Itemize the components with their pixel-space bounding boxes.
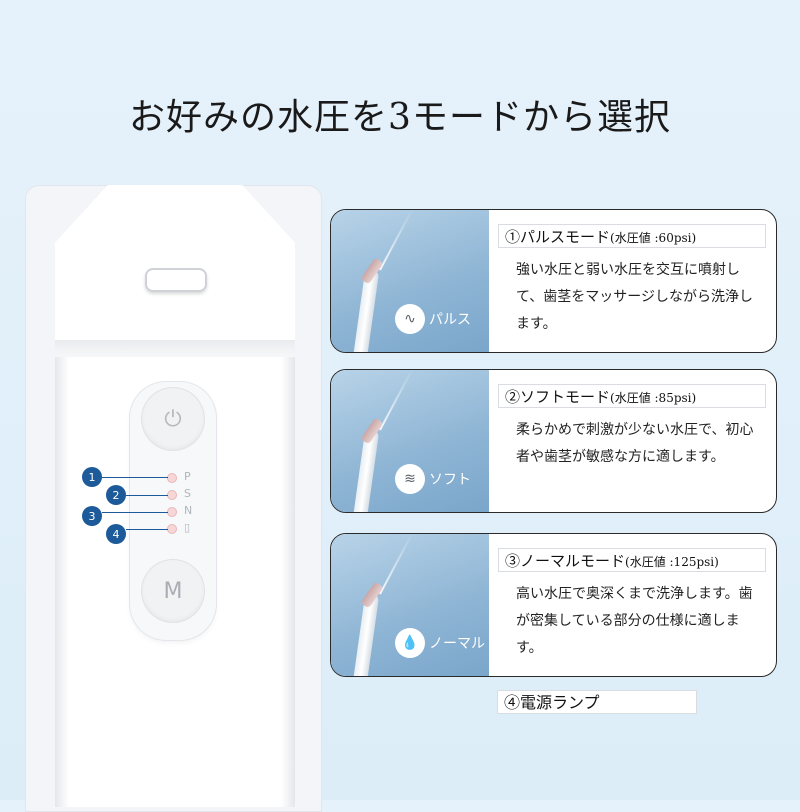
led-letter: N [184,504,193,517]
mode-chip: ∿ パルス [395,302,471,336]
led-dot [168,491,176,499]
mode-pressure: (水圧値 :85psi) [610,391,697,405]
mode-title: ②ソフトモード [505,388,611,406]
mode-title: ③ノーマルモード [505,552,626,570]
mode-chip-label: ノーマル [429,636,485,652]
mode-card-pulse: ∿ パルス ①パルスモード(水圧値 :60psi) 強い水圧と弱い水圧を交互に噴… [330,209,777,353]
leader-line [126,495,168,496]
mode-title: ①パルスモード [505,228,611,246]
droplet-icon: 💧 [395,628,425,658]
mode-pressure: (水圧値 :125psi) [625,555,719,569]
badge-3: 3 [82,506,102,526]
device-seam [55,340,295,358]
mode-button: M [142,560,204,622]
power-button: ⏻ [142,388,204,450]
leader-line [102,512,168,513]
power-lamp-label: ④電源ランプ [497,690,697,714]
mode-card-normal: 💧 ノーマル ③ノーマルモード(水圧値 :125psi) 高い水圧で奥深くまで洗… [330,533,777,677]
led-dot [168,474,176,482]
led-dot [168,508,176,516]
mode-description: 柔らかめで刺激が少ない水圧で、初心者や歯茎が敏感な方に適します。 [516,422,754,465]
mode-description: 強い水圧と弱い水圧を交互に噴射して、歯茎をマッサージしながら洗浄します。 [516,262,754,332]
badge-1: 1 [82,467,102,487]
device-shade-left [55,357,69,807]
water-spray [379,210,414,271]
mode-heading: ②ソフトモード(水圧値 :85psi) [498,384,766,408]
badge-4: 4 [106,524,126,544]
water-spray [379,534,414,595]
led-soft: S [168,487,208,503]
nozzle-image: 💧 ノーマル [331,534,489,676]
nozzle-image: ∿ パルス [331,210,489,352]
steam-icon: ≋ [395,464,425,494]
mode-chip: 💧 ノーマル [395,626,485,660]
mode-description: 高い水圧で奥深くまで洗浄します。歯が密集している部分の仕様に適します。 [516,586,753,656]
mode-heading: ①パルスモード(水圧値 :60psi) [498,224,766,248]
mode-card-soft: ≋ ソフト ②ソフトモード(水圧値 :85psi) 柔らかめで刺激が少ない水圧で… [330,369,777,513]
led-power: ▯ [168,521,208,537]
mode-chip-label: ソフト [429,472,471,488]
water-spray [379,370,414,431]
battery-icon: ▯ [184,521,191,534]
power-icon: ⏻ [164,406,182,432]
led-pulse: P [168,470,208,486]
mode-heading: ③ノーマルモード(水圧値 :125psi) [498,548,766,572]
nozzle-image: ≋ ソフト [331,370,489,512]
led-dot [168,525,176,533]
page-title: お好みの水圧を3モードから選択 [129,97,671,138]
led-letter: P [184,470,191,483]
mode-chip: ≋ ソフト [395,462,471,496]
cap-release-button [145,268,207,292]
badge-2: 2 [106,485,126,505]
led-normal: N [168,504,208,520]
led-letter: S [184,487,191,500]
mode-button-label: M [163,578,183,604]
mode-pressure: (水圧値 :60psi) [610,231,697,245]
mode-chip-label: パルス [429,312,471,328]
pulse-icon: ∿ [395,304,425,334]
device-shade-right [281,357,295,807]
leader-line [102,477,168,478]
leader-line [126,529,168,530]
